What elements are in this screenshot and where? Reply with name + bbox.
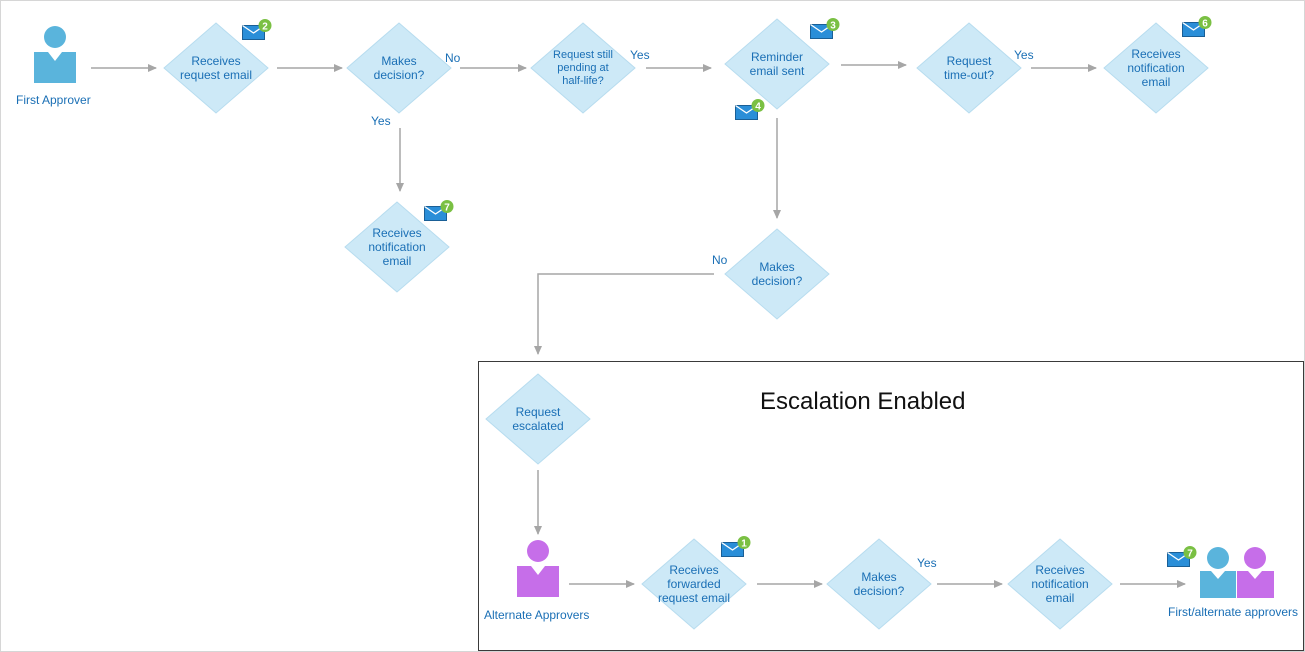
node-request-escalated: Request escalated	[485, 373, 591, 465]
node-label: Makes decision?	[373, 54, 425, 82]
node-label: Request escalated	[512, 405, 564, 433]
envelope-icon: 2	[242, 19, 276, 41]
node-makes-decision-3: Makes decision?	[826, 538, 932, 630]
node-receives-forwarded-request: Receives forwarded request email	[641, 538, 747, 630]
node-label: Receives notification email	[368, 226, 426, 268]
badge-number: 6	[1202, 19, 1208, 30]
badge-number: 1	[741, 539, 747, 550]
first-approver-icon	[33, 26, 77, 84]
node-receives-notification-top: Receives notification email	[1103, 22, 1209, 114]
edge-label-yes: Yes	[630, 48, 650, 62]
arrow-no-to-escalation	[534, 273, 714, 355]
badge-number: 7	[444, 203, 450, 214]
node-label: Receives request email	[179, 54, 253, 82]
first-alternate-approvers-icon	[1199, 547, 1275, 599]
node-makes-decision-1: Makes decision?	[346, 22, 452, 114]
escalation-title: Escalation Enabled	[760, 388, 966, 415]
node-label: Receives notification email	[1127, 47, 1185, 89]
node-reminder-email-sent: Reminder email sent	[724, 18, 830, 110]
node-makes-decision-2: Makes decision?	[724, 228, 830, 320]
node-receives-notification-bottom: Receives notification email	[1007, 538, 1113, 630]
node-label: Makes decision?	[853, 570, 905, 598]
node-label: Request still pending at half-life?	[553, 48, 613, 87]
node-label: Reminder email sent	[749, 50, 805, 78]
first-approver-label: First Approver	[16, 93, 91, 107]
node-receives-notification-left: Receives notification email	[344, 201, 450, 293]
edge-label-yes: Yes	[371, 114, 391, 128]
node-request-time-out: Request time-out?	[916, 22, 1022, 114]
node-label: Request time-out?	[943, 54, 995, 82]
envelope-icon: 1	[721, 536, 755, 558]
alternate-approvers-label: Alternate Approvers	[484, 608, 590, 622]
envelope-icon: 6	[1182, 16, 1216, 38]
escalation-enabled-region	[478, 361, 1304, 651]
badge-number: 4	[755, 102, 761, 113]
envelope-icon: 7	[1167, 546, 1201, 568]
edge-label-yes: Yes	[1014, 48, 1034, 62]
badge-number: 7	[1187, 549, 1193, 560]
edge-label-yes: Yes	[917, 556, 937, 570]
node-label: Receives notification email	[1031, 563, 1089, 605]
node-label: Makes decision?	[751, 260, 803, 288]
node-request-pending-half-life: Request still pending at half-life?	[530, 22, 636, 114]
envelope-icon: 3	[810, 18, 844, 40]
envelope-icon: 7	[424, 200, 458, 222]
alternate-approvers-icon	[516, 540, 560, 598]
badge-number: 3	[830, 21, 836, 32]
node-label: Receives forwarded request email	[657, 563, 731, 605]
first-alternate-approvers-label: First/alternate approvers	[1168, 605, 1299, 619]
edge-label-no: No	[712, 253, 728, 267]
node-receives-request-email: Receives request email	[163, 22, 269, 114]
edge-label-no: No	[445, 51, 461, 65]
envelope-icon: 4	[735, 99, 769, 121]
badge-number: 2	[262, 22, 268, 33]
